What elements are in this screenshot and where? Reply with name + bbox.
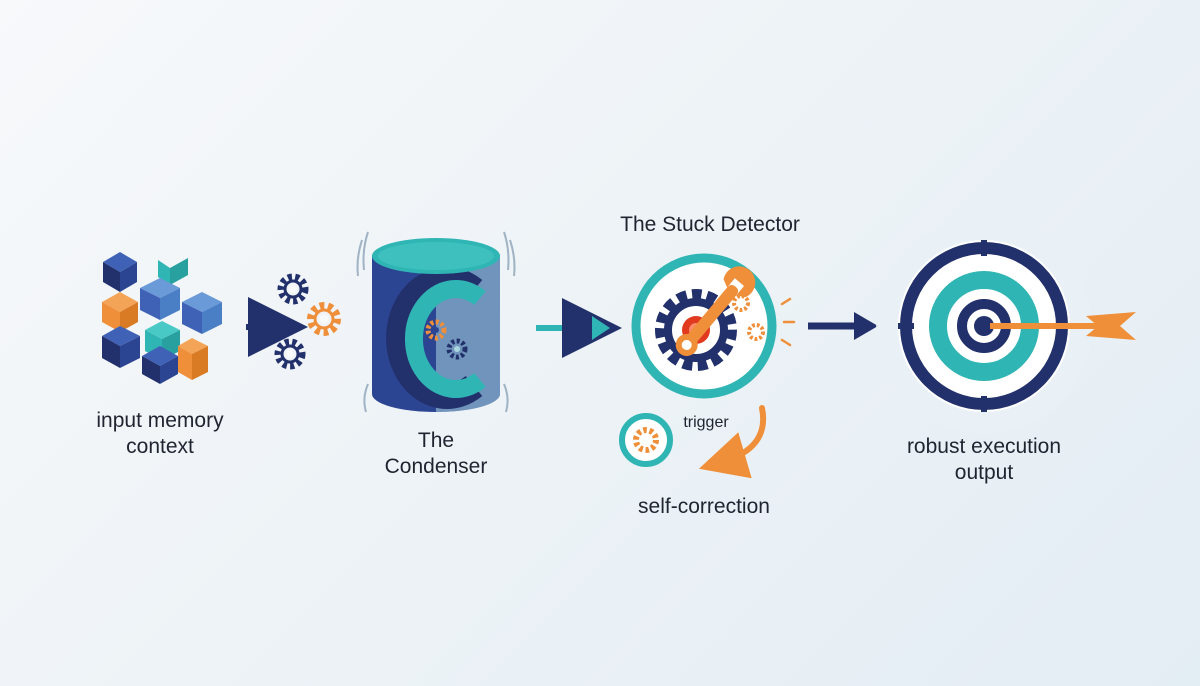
self-correction-label: self-correction [638,495,770,518]
condenser-label: The Condenser [336,428,536,480]
target-icon [876,218,1092,434]
condenser-label-line2: Condenser [384,455,488,478]
input-label: input memory context [60,408,260,460]
dart-icon [990,312,1136,340]
gears-icon [274,273,341,370]
trigger-label: trigger [683,414,729,431]
input-label-line2: context [126,435,194,458]
cubes-icon [102,252,222,384]
output-label-line1: robust execution [906,435,1062,458]
input-label-line1: input memory [96,409,224,432]
stuck-detector-gear-wrench-icon [631,253,796,399]
condenser-cylinder-icon [356,231,516,413]
output-label-line2: output [954,461,1014,484]
condenser-label-line1: The [417,429,455,452]
self-correction-arrow-icon [698,405,767,479]
output-label: robust execution output [876,434,1092,486]
detector-title: The Stuck Detector [620,213,800,236]
trigger-gear-icon [619,413,673,467]
